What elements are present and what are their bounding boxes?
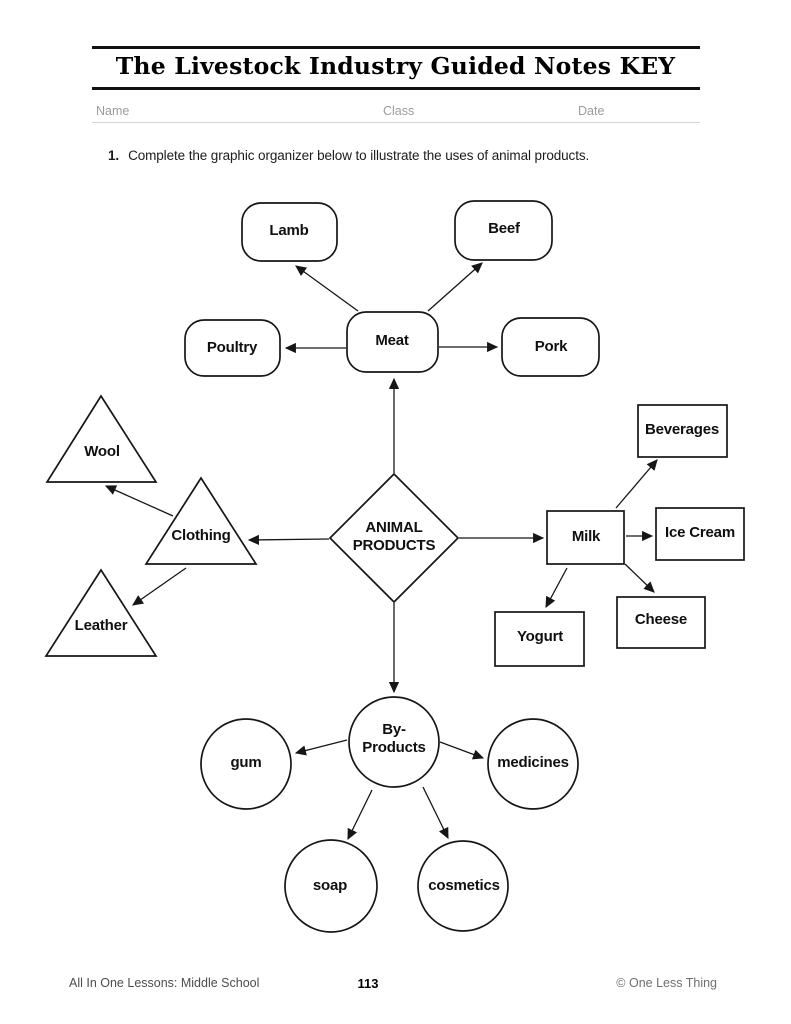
arrow-by-products-to-cosmetics xyxy=(422,786,449,840)
page-title: The Livestock Industry Guided Notes KEY xyxy=(115,52,676,80)
question-1: 1. Complete the graphic organizer below … xyxy=(108,148,589,163)
pork-label: Pork xyxy=(534,338,568,355)
footer-source-text: All In One Lessons: Middle School xyxy=(69,976,260,990)
leather-label: Leather xyxy=(74,617,128,634)
wool-node xyxy=(45,394,158,483)
arrow-meat-to-beef xyxy=(427,262,483,312)
lamb-node xyxy=(241,202,338,262)
cosmetics-node xyxy=(417,840,509,932)
diagram-shapes xyxy=(44,200,745,933)
beverages-label: Beverages xyxy=(644,421,720,438)
name-field-label: Name xyxy=(96,104,130,118)
wool-label: Wool xyxy=(84,443,120,460)
footer-copyright: © One Less Thing xyxy=(616,976,717,990)
arrow-clothing-to-leather xyxy=(132,567,187,606)
arrow-milk-to-yogurt xyxy=(545,567,568,609)
cheese-label: Cheese xyxy=(634,611,688,628)
question-text: Complete the graphic organizer below to … xyxy=(128,148,590,163)
gum-node xyxy=(200,718,292,810)
meat-label: Meat xyxy=(375,332,409,349)
medicines-label: medicines xyxy=(497,754,569,771)
animal-products-node xyxy=(328,472,460,604)
meat-node xyxy=(346,311,439,373)
by-products-node xyxy=(348,696,440,788)
soap-label: soap xyxy=(312,877,348,894)
arrow-by-products-to-gum xyxy=(294,739,348,756)
cosmetics-label: cosmetics xyxy=(428,877,500,894)
lamb-label: Lamb xyxy=(269,222,309,239)
question-number: 1. xyxy=(108,148,120,163)
arrow-by-products-to-soap xyxy=(347,789,373,841)
clothing-node xyxy=(144,476,258,565)
arrow-center-to-clothing xyxy=(247,534,330,546)
student-info-underline xyxy=(92,122,700,123)
class-field-label: Class xyxy=(383,104,415,118)
gum-label: gum xyxy=(230,754,262,771)
ice-cream-node xyxy=(655,507,745,561)
arrow-meat-to-lamb xyxy=(295,265,359,312)
connector-arrows xyxy=(104,262,658,841)
yogurt-node xyxy=(494,611,585,667)
arrow-milk-to-beverages xyxy=(615,459,658,509)
by-products-label: By- Products xyxy=(362,721,426,756)
soap-node xyxy=(284,839,378,933)
beef-node xyxy=(454,200,553,261)
poultry-node xyxy=(184,319,281,377)
milk-label: Milk xyxy=(571,528,601,545)
arrow-milk-to-cheese xyxy=(624,563,655,593)
poultry-label: Poultry xyxy=(206,339,258,356)
arrow-by-products-to-medicines xyxy=(439,741,485,760)
header-bottom-rule xyxy=(92,87,700,90)
medicines-node xyxy=(487,718,579,810)
cheese-node xyxy=(616,596,706,649)
beef-label: Beef xyxy=(488,220,520,237)
yogurt-label: Yogurt xyxy=(516,628,564,645)
ice-cream-label: Ice Cream xyxy=(665,524,735,541)
footer-page-number: 113 xyxy=(357,976,379,991)
arrow-clothing-to-wool xyxy=(104,485,174,517)
leather-node xyxy=(44,568,158,657)
header-top-rule xyxy=(92,46,700,49)
clothing-label: Clothing xyxy=(171,527,231,544)
beverages-node xyxy=(637,404,728,458)
pork-node xyxy=(501,317,600,377)
animal-products-label: ANIMAL PRODUCTS xyxy=(352,519,436,554)
date-field-label: Date xyxy=(578,104,605,118)
milk-node xyxy=(546,510,625,565)
